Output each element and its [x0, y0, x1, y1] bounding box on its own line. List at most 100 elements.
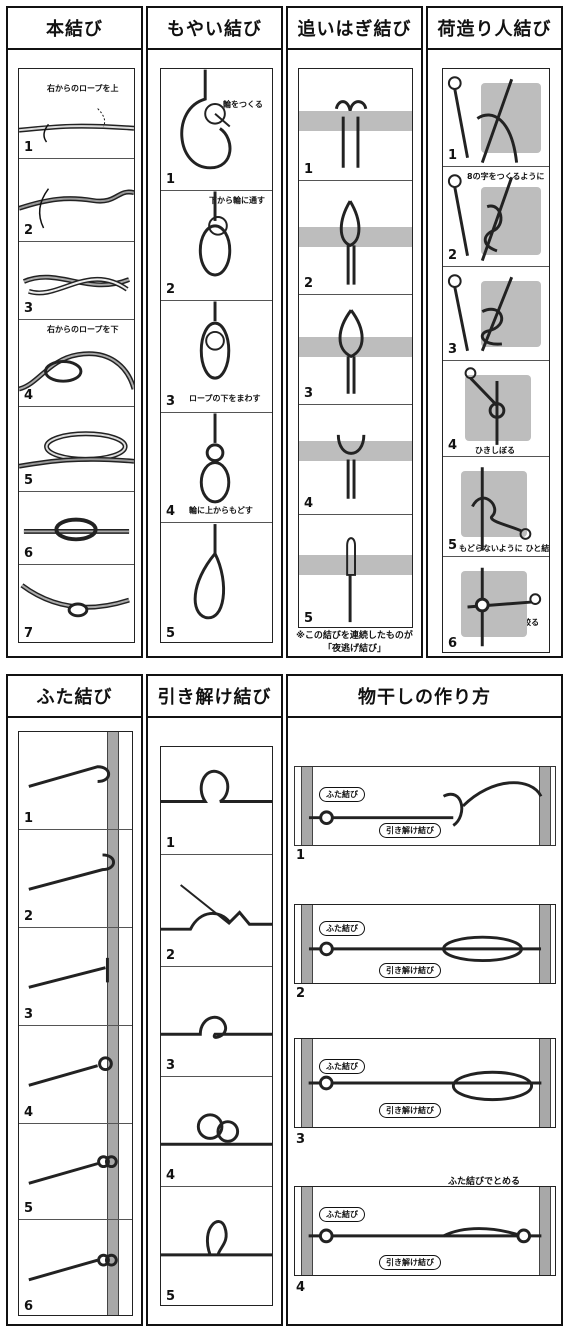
nizukuri-step-4: ひきしぼる 4: [443, 361, 549, 457]
oihagi-step-number: 3: [304, 386, 314, 401]
futa-step-6: 6: [19, 1220, 132, 1315]
futa-illustration-3: [28, 957, 109, 989]
oihagi-illustration-4: [336, 434, 366, 499]
honmusubi-panel: 本結び 右からのロープを上 1 2 3 右からのロープを下 4 5 6: [6, 6, 143, 658]
honmusubi-step-number: 3: [24, 301, 34, 316]
hikitoke-step-1: 1: [161, 747, 272, 855]
futa-illustration-6: [28, 1253, 118, 1282]
oihagi-illustration-3: [338, 309, 364, 394]
honmusubi-illustration-4: [19, 351, 134, 392]
moyai-step-number: 4: [166, 504, 176, 519]
monohoshi-illustration-2: [308, 935, 542, 963]
monohoshi-step-4: ふた結び 引き解け結び: [294, 1186, 556, 1276]
honmusubi-step-6: 6: [19, 492, 134, 565]
nizukuri-note-4: ひきしぼる: [475, 446, 515, 455]
moyai-illustration-2: [198, 191, 232, 277]
nizukuri-note-2: 8の字をつくるように: [467, 172, 545, 181]
oihagi-illustration-5: [346, 537, 356, 623]
moyai-title: もやい結び: [148, 8, 281, 50]
nizukuri-note-6: 絞る: [523, 618, 539, 627]
futa-illustration-4: [28, 1056, 113, 1087]
oihagi-footnote: ※この結びを連続したものが 「夜逃げ結び」: [288, 628, 421, 654]
futa-step-5: 5: [19, 1124, 132, 1220]
hikitoke-step-number: 5: [166, 1289, 176, 1304]
hikitoke-step-number: 4: [166, 1168, 176, 1183]
nizukuri-step-number: 4: [448, 438, 458, 453]
honmusubi-title: 本結び: [8, 8, 141, 50]
futa-step-2: 2: [19, 830, 132, 928]
monohoshi-illustration-3: [308, 1070, 542, 1102]
oihagi-panel: 追いはぎ結び 1 2 3 4 5 ※この結びを連続したものが 「夜: [286, 6, 423, 658]
oihagi-step-number: 2: [304, 276, 314, 291]
monohoshi-step-number: 2: [296, 986, 306, 1001]
nizukuri-step-6: 絞る 6: [443, 557, 549, 652]
nizukuri-step-number: 5: [448, 538, 458, 553]
futa-step-number: 6: [24, 1299, 34, 1314]
moyai-panel: もやい結び 輪をつくる 1 下から輪に通す 2 ロープの下をまわす 3 輪に上か…: [146, 6, 283, 658]
monohoshi-label-futa: ふた結び: [319, 787, 365, 802]
futa-illustration-5: [28, 1155, 118, 1185]
hikitoke-step-number: 1: [166, 836, 176, 851]
futa-step-number: 4: [24, 1105, 34, 1120]
hikitoke-illustration-1: [161, 769, 272, 803]
futa-illustration-1: [28, 765, 111, 788]
moyai-note-4: 輪に上からもどす: [189, 506, 253, 515]
oihagi-illustration-1: [334, 100, 368, 168]
honmusubi-illustration-6: [23, 517, 130, 542]
hikitoke-step-number: 2: [166, 948, 176, 963]
nizukuri-illustration-4: [464, 367, 506, 445]
moyai-step-4: 輪に上からもどす 4: [161, 413, 272, 523]
hikitoke-illustration-3: [161, 1015, 272, 1039]
oihagi-steps: 1 2 3 4 5: [298, 68, 413, 628]
honmusubi-illustration-3: [22, 274, 131, 296]
nizukuri-illustration-1: [447, 76, 519, 164]
honmusubi-step-7: 7: [19, 565, 134, 642]
hikitoke-step-5: 5: [161, 1187, 272, 1305]
monohoshi-step-3: ふた結び 引き解け結び: [294, 1038, 556, 1128]
nizukuri-illustration-3: [447, 274, 514, 352]
moyai-step-number: 1: [166, 172, 176, 187]
monohoshi-label-hiki: 引き解け結び: [379, 963, 441, 978]
oihagi-step-number: 1: [304, 162, 314, 177]
oihagi-footnote-line-2: 「夜逃げ結び」: [322, 644, 386, 654]
moyai-step-1: 輪をつくる 1: [161, 69, 272, 191]
hikitoke-step-4: 4: [161, 1077, 272, 1187]
moyai-illustration-3: [199, 301, 231, 380]
monohoshi-label-futa: ふた結び: [319, 921, 365, 936]
moyai-step-number: 5: [166, 626, 176, 641]
monohoshi-label-futa: ふた結び: [319, 1207, 365, 1222]
monohoshi-step-number: 3: [296, 1132, 306, 1147]
hikitoke-panel: 引き解け結び 1 2 3 4 5: [146, 674, 283, 1326]
nizukuri-illustration-6: [467, 567, 542, 647]
honmusubi-illustration-1: [19, 108, 134, 143]
futa-title: ふた結び: [8, 676, 141, 718]
hikitoke-step-3: 3: [161, 967, 272, 1077]
honmusubi-step-number: 6: [24, 546, 34, 561]
monohoshi-label-hiki: 引き解け結び: [379, 823, 441, 838]
futa-step-4: 4: [19, 1026, 132, 1124]
monohoshi-panel: 物干しの作り方 ふた結び 引き解け結び 1 ふた結び 引き解け結び 2 ふた結び…: [286, 674, 563, 1326]
futa-illustration-2: [28, 853, 116, 891]
oihagi-step-4: 4: [299, 405, 412, 515]
hikitoke-title: 引き解け結び: [148, 676, 281, 718]
futa-step-number: 3: [24, 1007, 34, 1022]
monohoshi-illustration-1: [308, 781, 543, 827]
monohoshi-label-futa: ふた結び: [319, 1059, 365, 1074]
honmusubi-step-number: 4: [24, 388, 34, 403]
oihagi-title: 追いはぎ結び: [288, 8, 421, 50]
honmusubi-step-number: 7: [24, 626, 34, 641]
monohoshi-step-number: 4: [296, 1280, 306, 1295]
nizukuri-step-number: 6: [448, 636, 458, 651]
futa-panel: ふた結び 1 2 3 4 5 6: [6, 674, 143, 1326]
oihagi-step-5: 5: [299, 515, 412, 627]
honmusubi-step-5: 5: [19, 407, 134, 492]
oihagi-step-number: 4: [304, 496, 314, 511]
futa-step-number: 1: [24, 811, 34, 826]
honmusubi-note-1: 右からのロープを上: [47, 84, 119, 93]
honmusubi-illustration-2: [19, 188, 134, 229]
nizukuri-step-2: 8の字をつくるように 2: [443, 167, 549, 267]
nizukuri-illustration-5: [471, 467, 532, 551]
futa-step-number: 5: [24, 1201, 34, 1216]
nizukuri-panel: 荷造り人結び 1 8の字をつくるように 2 3 ひきしぼる 4 もどらないように…: [426, 6, 563, 658]
futa-step-1: 1: [19, 732, 132, 830]
